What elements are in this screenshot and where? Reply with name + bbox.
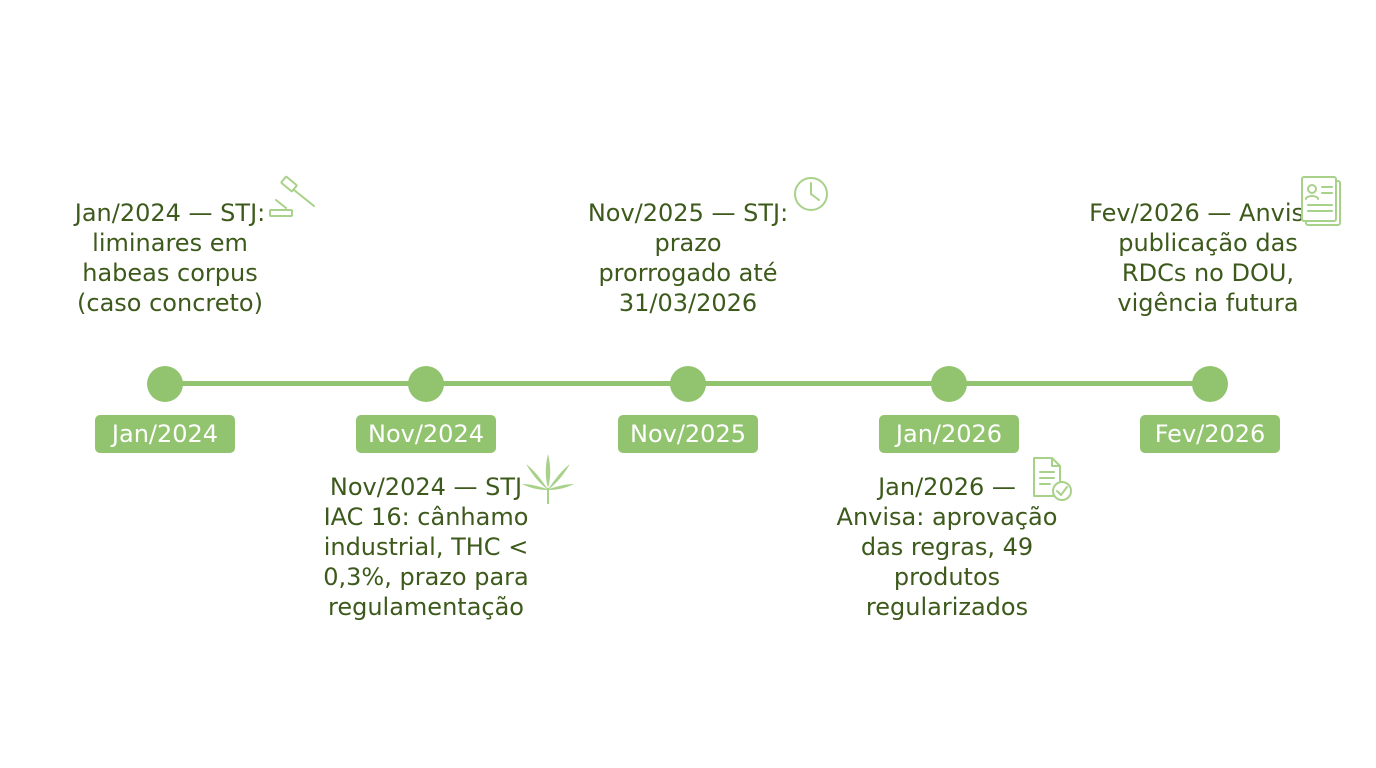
event-fev-2026: Fev/2026 — Anvisa: publicação das RDCs n… [1078,198,1338,318]
timeline-node-nov-2025 [670,366,706,402]
timeline-node-fev-2026 [1192,366,1228,402]
date-pill-nov-2024: Nov/2024 [356,415,496,453]
event-jan-2024: Jan/2024 — STJ: liminares em habeas corp… [40,198,300,318]
event-nov-2025: Nov/2025 — STJ: prazo prorrogado até 31/… [558,198,818,318]
event-line: prorrogado até [598,259,778,287]
document-profile-icon [1300,175,1346,229]
event-nov-2024: Nov/2024 — STJ IAC 16: cânhamo industria… [296,472,556,622]
date-pill-jan-2026: Jan/2026 [879,415,1019,453]
event-line: 0,3%, prazo para [323,563,529,591]
event-line: prazo [654,229,722,257]
timeline-node-jan-2024 [147,366,183,402]
event-line: IAC 16: cânhamo [323,503,529,531]
timeline-node-nov-2024 [408,366,444,402]
event-line: vigência futura [1117,289,1299,317]
event-line: Jan/2024 — STJ: [74,199,266,227]
date-pill-nov-2025: Nov/2025 [618,415,758,453]
date-pill-fev-2026: Fev/2026 [1140,415,1280,453]
event-line: Nov/2025 — STJ: [587,199,789,227]
timeline-node-jan-2026 [931,366,967,402]
event-jan-2026: Jan/2026 — Anvisa: aprovação das regras,… [817,472,1077,622]
event-line: Fev/2026 — Anvisa: [1089,199,1327,227]
event-line: habeas corpus [82,259,258,287]
cannabis-leaf-icon [520,452,576,506]
event-line: (caso concreto) [77,289,263,317]
event-line: regularizados [865,593,1029,621]
gavel-icon [268,174,318,220]
event-line: industrial, THC < [323,533,529,561]
event-line: Nov/2024 — STJ [329,473,523,501]
document-check-icon [1030,456,1074,504]
event-line: Anvisa: aprovação [836,503,1058,531]
event-line: 31/03/2026 [618,289,758,317]
event-line: das regras, 49 [860,533,1034,561]
event-line: liminares em [92,229,248,257]
event-line: Jan/2026 — [878,473,1016,501]
event-line: publicação das [1118,229,1298,257]
clock-icon [792,175,830,213]
event-line: RDCs no DOU, [1121,259,1295,287]
event-line: regulamentação [328,593,524,621]
date-pill-jan-2024: Jan/2024 [95,415,235,453]
event-line: produtos [893,563,1001,591]
